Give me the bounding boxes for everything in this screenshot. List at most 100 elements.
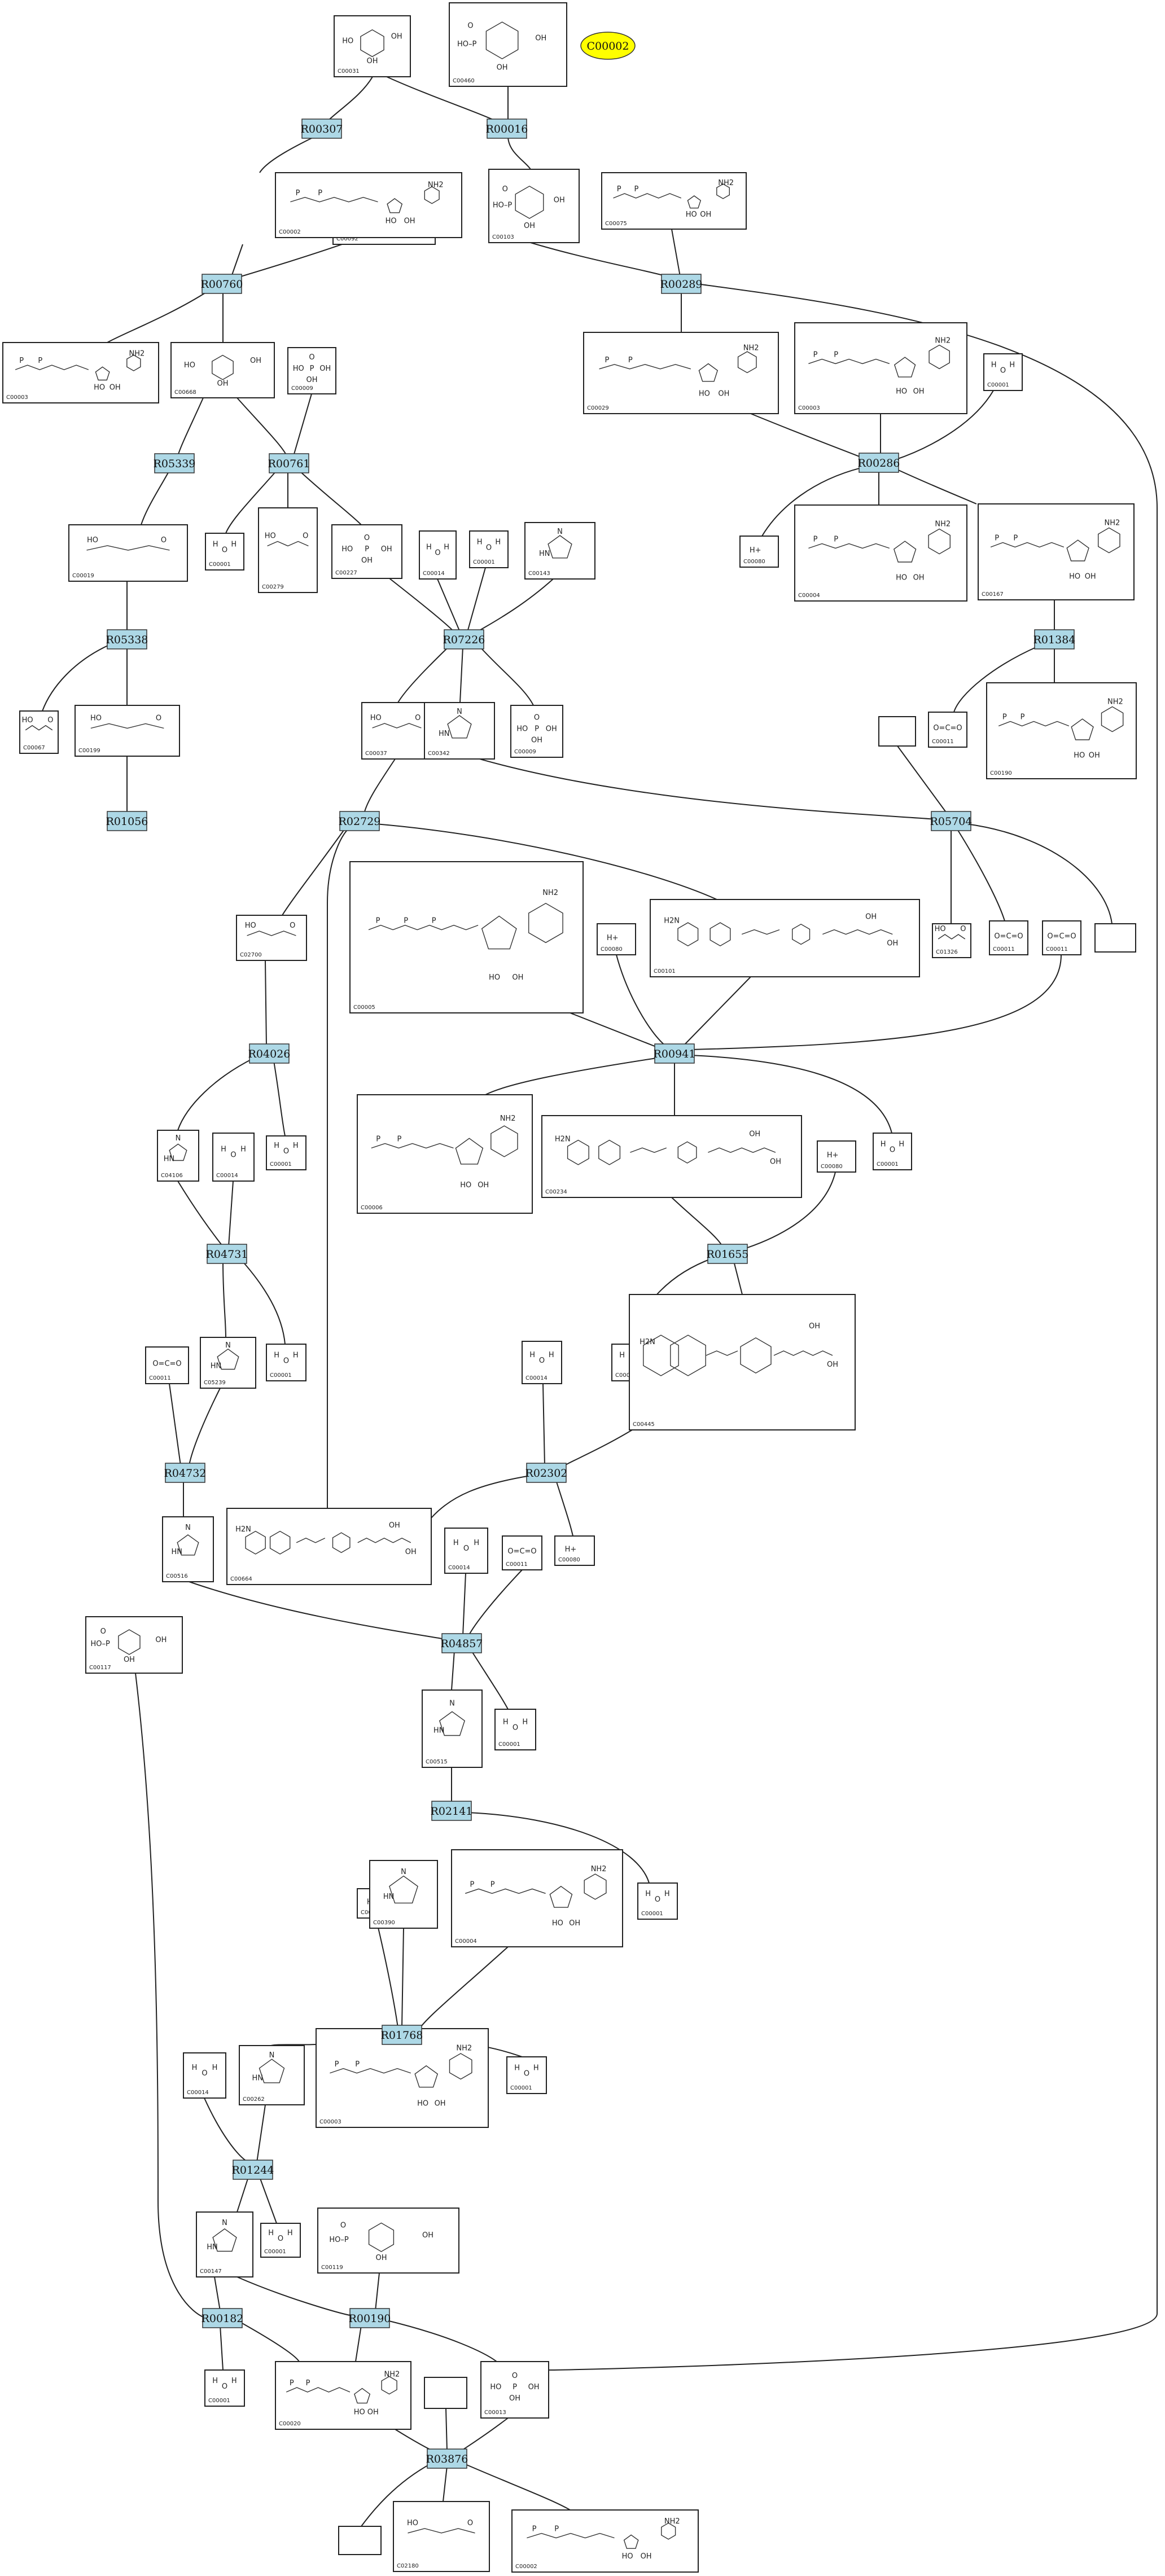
- compound-box[interactable]: [554, 1535, 595, 1566]
- compound-node[interactable]: [1094, 923, 1136, 953]
- reaction-box[interactable]: [859, 453, 899, 473]
- compound-box[interactable]: [196, 2211, 253, 2277]
- compound-box[interactable]: [422, 1689, 483, 1768]
- compound-box[interactable]: [480, 2361, 549, 2419]
- reaction-box[interactable]: [931, 811, 971, 831]
- compound-box[interactable]: [266, 1344, 306, 1381]
- compound-box[interactable]: [510, 705, 563, 758]
- compound-node[interactable]: [338, 2526, 382, 2555]
- compound-box[interactable]: [68, 524, 188, 582]
- compound-box[interactable]: [1094, 923, 1136, 953]
- reaction-node[interactable]: R07226: [443, 629, 485, 650]
- compound-box[interactable]: [393, 2501, 490, 2572]
- reaction-box[interactable]: [349, 2308, 390, 2328]
- compound-box[interactable]: [511, 2509, 699, 2573]
- reaction-box[interactable]: [339, 811, 380, 831]
- reaction-box[interactable]: [107, 629, 147, 650]
- compound-box[interactable]: [170, 342, 275, 398]
- compound-box[interactable]: [597, 923, 636, 955]
- compound-box[interactable]: [629, 1294, 856, 1430]
- compound-box[interactable]: [989, 920, 1028, 955]
- compound-box[interactable]: [331, 524, 402, 579]
- compound-box[interactable]: [275, 172, 462, 238]
- compound-box[interactable]: [162, 1516, 214, 1582]
- reaction-box[interactable]: [1034, 629, 1075, 650]
- reaction-box[interactable]: [441, 1633, 482, 1653]
- compound-box[interactable]: [226, 1508, 432, 1585]
- reaction-node[interactable]: R01768: [381, 2025, 423, 2045]
- compound-box[interactable]: [932, 923, 971, 958]
- compound-box[interactable]: [157, 1130, 199, 1182]
- compound-box[interactable]: [212, 1133, 255, 1182]
- reaction-box[interactable]: [269, 453, 309, 473]
- compound-box[interactable]: [928, 712, 967, 748]
- compound-box[interactable]: [316, 2028, 489, 2128]
- reaction-node[interactable]: R03876: [426, 2448, 468, 2469]
- reaction-box[interactable]: [233, 2160, 273, 2180]
- compound-box[interactable]: [334, 15, 411, 77]
- reaction-box[interactable]: [382, 2025, 422, 2045]
- compound-box[interactable]: [260, 2223, 301, 2258]
- reaction-node[interactable]: R00761: [268, 453, 310, 473]
- reaction-box[interactable]: [444, 629, 484, 650]
- compound-box[interactable]: [469, 530, 509, 568]
- reaction-node[interactable]: R05338: [106, 629, 148, 650]
- reaction-box[interactable]: [487, 119, 527, 139]
- compound-box[interactable]: [424, 702, 495, 760]
- compound-node[interactable]: H+C00080: [554, 1535, 595, 1566]
- compound-box[interactable]: [424, 2377, 467, 2409]
- reaction-box[interactable]: [154, 453, 195, 473]
- reaction-box[interactable]: [165, 1463, 205, 1483]
- compound-box[interactable]: [275, 2361, 411, 2430]
- compound-node[interactable]: H+C00080: [739, 536, 779, 568]
- compound-box[interactable]: [541, 1115, 802, 1198]
- compound-box[interactable]: [419, 530, 457, 580]
- compound-box[interactable]: [258, 507, 318, 593]
- compound-box[interactable]: [873, 1133, 912, 1170]
- reaction-box[interactable]: [207, 1244, 247, 1264]
- compound-box[interactable]: [369, 1860, 438, 1929]
- reaction-node[interactable]: R04732: [164, 1463, 207, 1483]
- reaction-box[interactable]: [301, 119, 342, 139]
- compound-box[interactable]: [75, 705, 180, 757]
- reaction-node[interactable]: R00016: [486, 119, 528, 139]
- compound-node[interactable]: [878, 716, 916, 747]
- reaction-node[interactable]: R05704: [930, 811, 973, 831]
- compound-box[interactable]: [524, 522, 595, 580]
- compound-box[interactable]: [637, 1882, 678, 1920]
- compound-box[interactable]: [494, 1709, 536, 1750]
- reaction-node[interactable]: R01244: [232, 2160, 274, 2180]
